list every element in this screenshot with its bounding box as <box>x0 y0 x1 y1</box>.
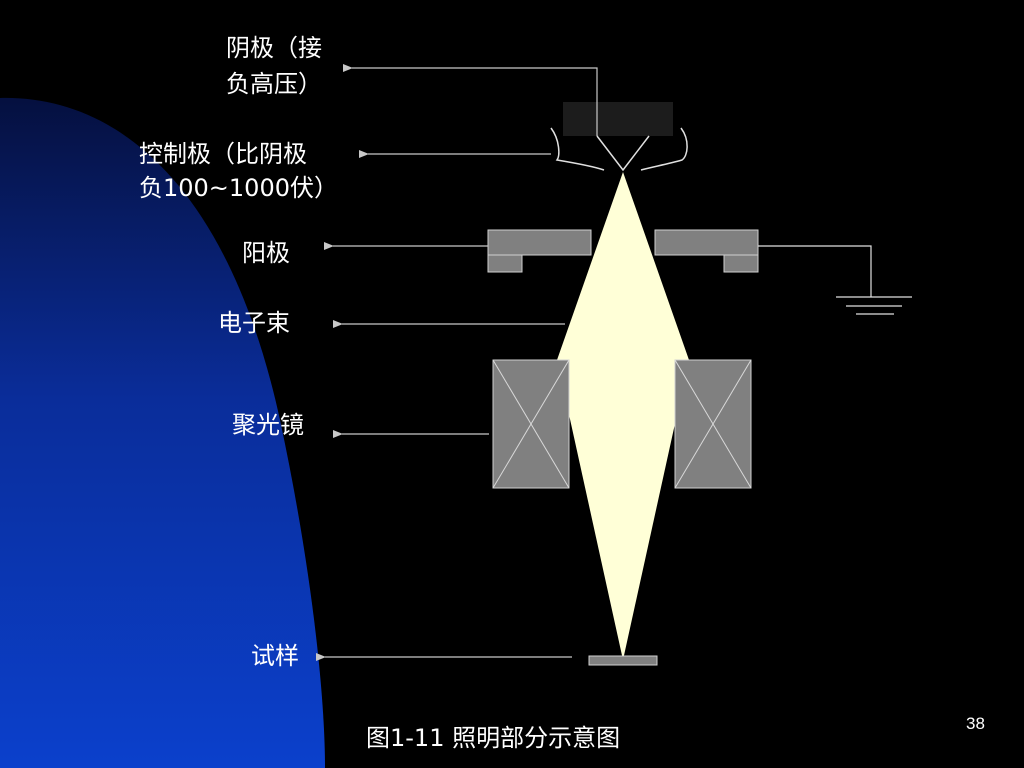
anode-left <box>487 229 592 273</box>
condenser-lens-right <box>674 359 752 489</box>
condenser-lens-left <box>492 359 570 489</box>
anode-right <box>654 229 759 273</box>
decorative-blue-panel <box>0 97 325 768</box>
electron-beam-shape <box>557 172 689 660</box>
label-control-line1: 控制极（比阴极 <box>139 140 307 168</box>
specimen-plate <box>588 655 658 666</box>
label-cathode-line1: 阴极（接 <box>226 34 322 62</box>
leader-cathode <box>343 64 598 136</box>
control-electrode-right <box>640 127 688 171</box>
page-number: 38 <box>966 714 985 733</box>
figure-caption: 图1-11 照明部分示意图 <box>366 724 621 752</box>
cathode-block <box>563 102 673 136</box>
label-anode: 阳极 <box>242 239 290 267</box>
label-electron-beam: 电子束 <box>218 309 290 337</box>
label-specimen: 试样 <box>251 642 299 670</box>
label-control-line2: 负100~1000伏） <box>139 174 338 202</box>
cathode-filament <box>596 135 650 172</box>
control-electrode-left <box>550 127 605 171</box>
ground-symbol <box>758 245 912 315</box>
label-cathode-line2: 负高压） <box>226 70 322 98</box>
label-condenser: 聚光镜 <box>232 411 304 439</box>
